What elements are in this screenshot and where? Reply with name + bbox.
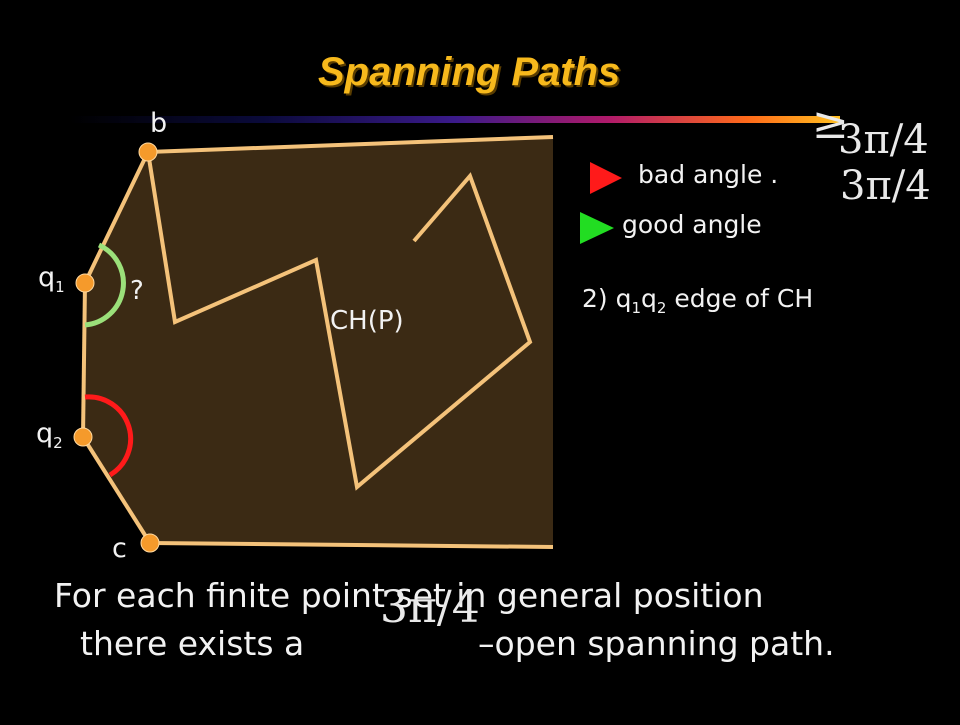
- hull-edge-c-bottom: [149, 541, 554, 549]
- bad-angle-label: bad angle .: [638, 160, 779, 189]
- label-q2: q2: [36, 418, 63, 452]
- label-b: b: [150, 108, 168, 139]
- point-q2: [73, 427, 93, 447]
- statement-line-2-start: there exists a: [80, 624, 305, 663]
- hull-edge-q1-b: [83, 151, 150, 284]
- hull-edge-q2-c: [81, 435, 152, 545]
- statement-line-2-end: –open spanning path.: [478, 624, 835, 663]
- points: [73, 142, 160, 553]
- label-c: c: [112, 533, 127, 564]
- point-q1: [75, 273, 95, 293]
- hull-edge-q1-q2: [81, 282, 87, 438]
- statement-line-1: For each finite point set in general pos…: [54, 576, 764, 615]
- label-q1-base: q: [38, 262, 56, 293]
- hull-edges: [81, 135, 554, 549]
- condition-text: 2) q1q2 edge of CH: [582, 284, 813, 317]
- spanning-path-zigzag: [146, 151, 533, 491]
- ge-symbol: ≥: [812, 98, 849, 149]
- label-q1-sub: 1: [55, 278, 65, 296]
- condition-sub2: 2: [656, 299, 667, 317]
- good-angle-label: good angle: [622, 210, 762, 239]
- angle-value-2: 3π/4: [840, 163, 931, 209]
- label-q1: q1: [38, 262, 65, 296]
- condition-sub1: 1: [631, 299, 642, 317]
- point-b: [138, 142, 158, 162]
- question-mark: ?: [130, 276, 144, 306]
- condition-prefix: 2) q: [582, 284, 632, 313]
- angle-value-1: 3π/4: [838, 117, 929, 163]
- point-c: [140, 533, 160, 553]
- good-angle-arc: [84, 242, 126, 328]
- hull-label: CH(P): [330, 306, 404, 336]
- convex-hull-region: [83, 137, 553, 547]
- condition-suffix: edge of CH: [666, 284, 814, 313]
- slide-title: Spanning Paths: [318, 50, 621, 94]
- hull-edge-b-top: [147, 135, 554, 154]
- angle-value-3: 3π/4: [380, 582, 480, 633]
- label-q2-base: q: [36, 418, 54, 449]
- condition-mid: q: [641, 284, 657, 313]
- bad-angle-arc: [84, 394, 134, 478]
- label-q2-sub: 2: [53, 434, 63, 452]
- bad-angle-legend-triangle: [590, 162, 622, 194]
- title-rule: [70, 116, 840, 123]
- good-angle-legend-triangle: [580, 212, 614, 244]
